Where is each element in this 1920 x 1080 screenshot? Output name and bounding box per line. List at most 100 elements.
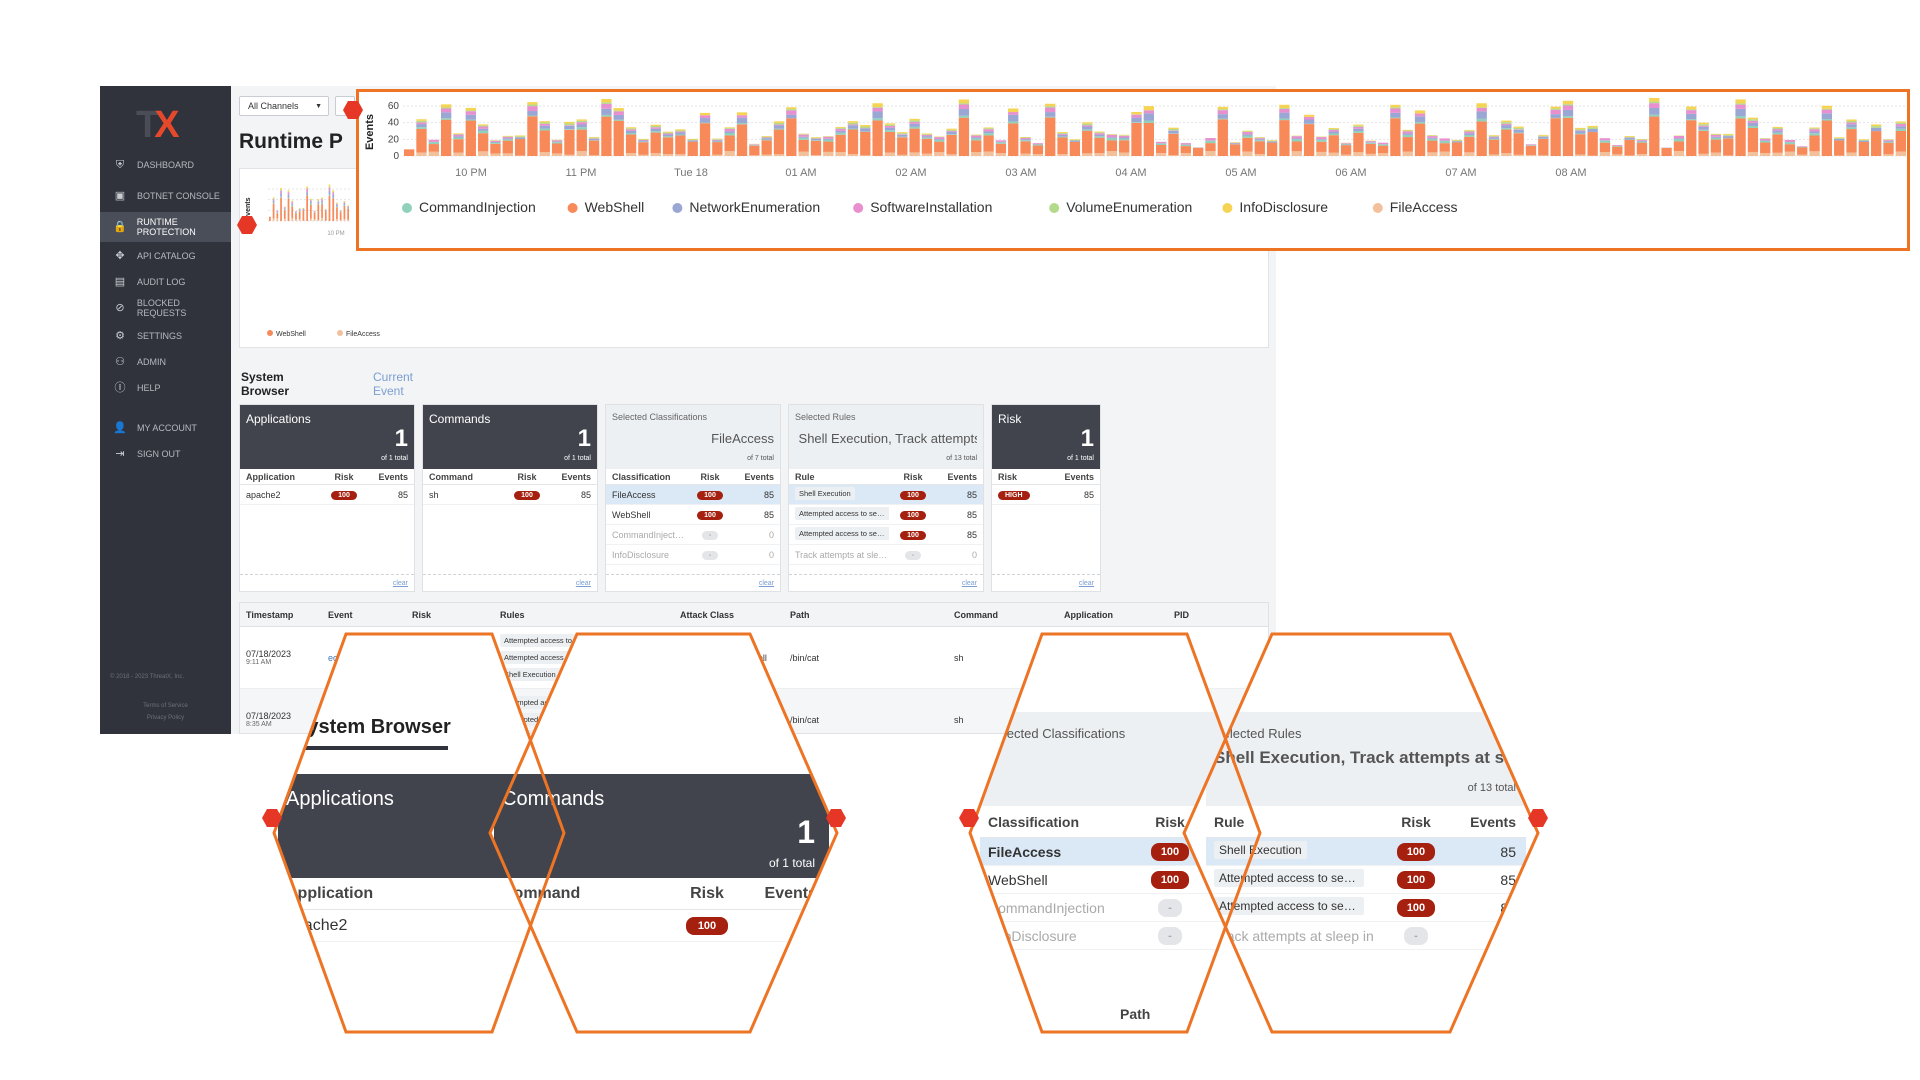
bar-segment-CommandInjection[interactable] [332,197,335,199]
bar-segment-WebShell[interactable] [1624,139,1635,156]
bar-segment-FileAccess[interactable] [477,151,489,156]
table-row[interactable]: InfoDisclosure-0 [980,922,1260,950]
sidebar-item-help[interactable]: ⓘHELP [100,373,231,403]
bar-segment-SoftwareInstallation[interactable] [675,131,686,133]
bar-segment-CommandInjection[interactable] [1673,138,1685,142]
bar-segment-SoftwareInstallation[interactable] [490,140,501,142]
bar-segment-NetworkEnumeration[interactable] [1895,126,1906,129]
bar-segment-NetworkEnumeration[interactable] [1094,134,1105,137]
bar-segment-SoftwareInstallation[interactable] [761,137,772,139]
bar-segment-InfoDisclosure[interactable] [347,205,349,207]
legend-item[interactable]: FileAccess [1372,199,1458,215]
bar-segment-FileAccess[interactable] [1094,153,1105,156]
bar-segment-WebShell[interactable] [283,210,286,219]
bar-segment-VolumeEnumeration[interactable] [272,198,275,200]
bar-segment-NetworkEnumeration[interactable] [306,192,308,196]
bar-segment-SoftwareInstallation[interactable] [662,133,674,135]
bar-segment-SoftwareInstallation[interactable] [1328,129,1339,132]
bar-segment-SoftwareInstallation[interactable] [1464,131,1475,134]
bar-segment-WebShell[interactable] [1082,130,1093,154]
bar-segment-NetworkEnumeration[interactable] [1476,111,1487,119]
bar-segment-NetworkEnumeration[interactable] [847,125,859,129]
bar-segment-SoftwareInstallation[interactable] [306,189,308,193]
bar-segment-InfoDisclosure[interactable] [1698,122,1709,125]
bar-segment-VolumeEnumeration[interactable] [724,128,735,129]
bar-segment-InfoDisclosure[interactable] [724,127,735,129]
bar-segment-InfoDisclosure[interactable] [1735,99,1746,104]
bar-segment-CommandInjection[interactable] [983,133,994,136]
bar-segment-FileAccess[interactable] [310,218,312,221]
bar-segment-SoftwareInstallation[interactable] [1809,129,1820,132]
bar-segment-SoftwareInstallation[interactable] [1008,112,1019,115]
column-header[interactable]: Event [328,609,353,620]
bar-segment-CommandInjection[interactable] [1414,122,1426,124]
bar-segment-WebShell[interactable] [872,120,883,156]
bar-segment-InfoDisclosure[interactable] [1834,137,1845,139]
bar-segment-SoftwareInstallation[interactable] [1883,140,1894,141]
bar-segment-VolumeEnumeration[interactable] [1279,108,1290,109]
bar-segment-WebShell[interactable] [1846,129,1857,153]
bar-segment-WebShell[interactable] [298,211,301,220]
bar-segment-InfoDisclosure[interactable] [810,137,822,138]
bar-segment-InfoDisclosure[interactable] [1624,135,1635,137]
bar-segment-VolumeEnumeration[interactable] [786,109,797,111]
bar-segment-CommandInjection[interactable] [287,197,290,199]
bar-segment-InfoDisclosure[interactable] [576,119,587,121]
bar-segment-SoftwareInstallation[interactable] [328,187,331,191]
bar-segment-CommandInjection[interactable] [1797,146,1808,148]
bar-segment-FileAccess[interactable] [588,155,600,156]
bar-segment-FileAccess[interactable] [313,219,316,221]
bar-segment-FileAccess[interactable] [1365,153,1376,156]
bar-segment-NetworkEnumeration[interactable] [291,203,294,205]
bar-segment-FileAccess[interactable] [298,219,301,221]
bar-segment-InfoDisclosure[interactable] [662,131,674,133]
legend-item[interactable]: VolumeEnumeration [1049,199,1192,215]
bar-segment-InfoDisclosure[interactable] [502,135,513,137]
bar-segment-FileAccess[interactable] [539,152,550,156]
bar-segment-WebShell[interactable] [453,139,464,153]
bar-segment-WebShell[interactable] [601,116,612,156]
bar-segment-WebShell[interactable] [1414,123,1426,156]
bar-segment-SoftwareInstallation[interactable] [440,108,452,113]
bar-segment-FileAccess[interactable] [276,218,279,221]
bar-segment-SoftwareInstallation[interactable] [564,125,575,126]
privacy-link[interactable]: Privacy Policy [146,715,185,721]
bar-segment-SoftwareInstallation[interactable] [332,192,335,195]
bar-segment-NetworkEnumeration[interactable] [310,201,312,204]
bar-segment-CommandInjection[interactable] [453,137,464,140]
bar-segment-SoftwareInstallation[interactable] [1772,129,1783,131]
bar-segment-FileAccess[interactable] [638,154,649,156]
bar-segment-NetworkEnumeration[interactable] [1488,137,1500,139]
bar-segment-VolumeEnumeration[interactable] [687,139,698,141]
bar-segment-NetworkEnumeration[interactable] [302,208,305,211]
bar-segment-SoftwareInstallation[interactable] [321,199,323,201]
bar-segment-VolumeEnumeration[interactable] [1624,136,1635,138]
bar-segment-CommandInjection[interactable] [625,133,637,135]
bar-segment-NetworkEnumeration[interactable] [1538,136,1549,139]
bar-segment-VolumeEnumeration[interactable] [514,136,526,138]
bar-segment-FileAccess[interactable] [347,219,349,221]
bar-segment-WebShell[interactable] [1291,141,1302,152]
bar-segment-SoftwareInstallation[interactable] [1747,120,1759,123]
bar-segment-NetworkEnumeration[interactable] [699,118,711,123]
bar-segment-FileAccess[interactable] [1636,154,1648,156]
bar-segment-InfoDisclosure[interactable] [860,125,871,127]
bar-segment-InfoDisclosure[interactable] [687,138,698,140]
bar-segment-NetworkEnumeration[interactable] [613,114,624,120]
bar-segment-InfoDisclosure[interactable] [1045,103,1056,107]
bar-segment-CommandInjection[interactable] [1143,120,1154,123]
bar-segment-SoftwareInstallation[interactable] [576,122,587,125]
bar-segment-WebShell[interactable] [921,138,933,154]
bar-segment-InfoDisclosure[interactable] [1390,104,1401,108]
bar-segment-WebShell[interactable] [1649,116,1660,156]
bar-segment-SoftwareInstallation[interactable] [1156,141,1167,144]
bar-segment-FileAccess[interactable] [946,154,957,156]
bar-segment-CommandInjection[interactable] [712,141,723,143]
bar-segment-SoftwareInstallation[interactable] [773,124,785,126]
clear-link[interactable]: clear [961,580,977,587]
bar-segment-NetworkEnumeration[interactable] [786,114,797,119]
bar-segment-WebShell[interactable] [343,206,346,220]
bar-segment-WebShell[interactable] [934,141,945,153]
bar-segment-VolumeEnumeration[interactable] [1057,132,1068,134]
bar-segment-CommandInjection[interactable] [638,141,649,143]
